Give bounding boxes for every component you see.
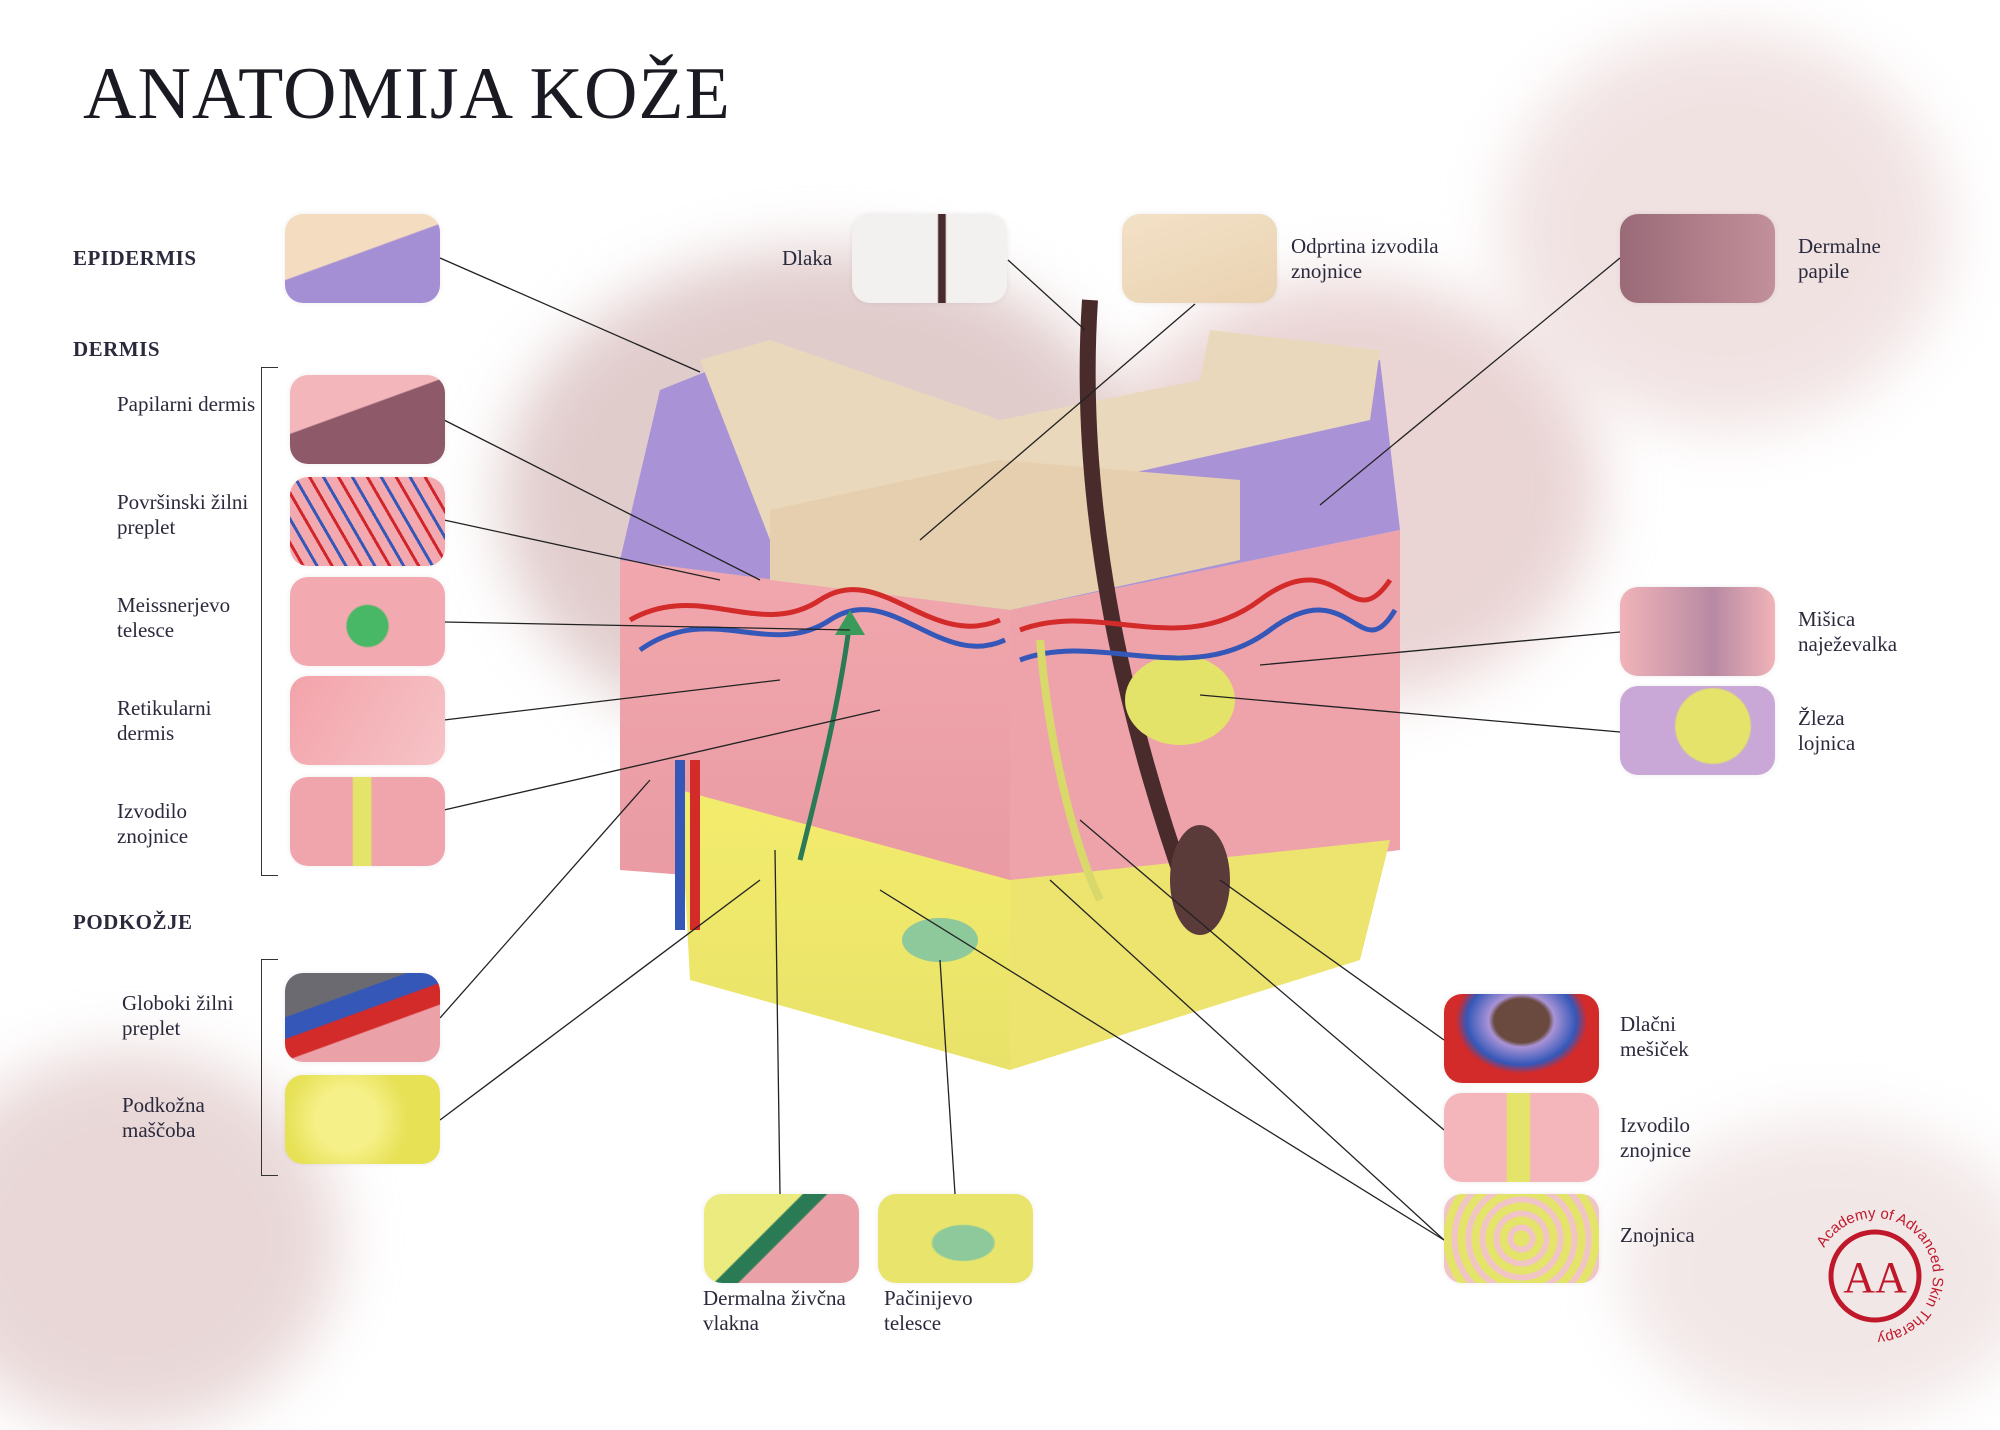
label-retikularni: Retikularni dermis: [117, 696, 212, 745]
academy-logo: AA Academy of Advanced Skin Therapy: [1805, 1205, 1946, 1347]
label-zleza: Žleza lojnica: [1798, 706, 1856, 755]
label-odprtina: Odprtina izvodila znojnice: [1291, 234, 1439, 283]
thumb-misica: [1620, 587, 1775, 676]
thumb-dlacni-mesicek: [1444, 994, 1599, 1083]
thumb-odprtina: [1122, 214, 1277, 303]
pacinian-corpuscle: [902, 918, 978, 962]
epidermis-front-block: [770, 460, 1240, 610]
thumb-povrsinski-preplet: [290, 477, 445, 566]
thumb-meissner: [290, 577, 445, 666]
thumb-znojnica: [1444, 1194, 1599, 1283]
skin-cross-section-illustration: [439, 257, 1621, 1241]
label-izvodilo-right: Izvodilo znojnice: [1620, 1113, 1692, 1162]
subcutaneous-fat-right: [1010, 840, 1390, 1070]
label-dlacni: Dlačni mešiček: [1620, 1012, 1689, 1061]
label-dlaka: Dlaka: [782, 246, 833, 270]
label-pacinijevo: Pačinijevo telesce: [884, 1286, 973, 1335]
thumb-izvodilo-znojnice: [290, 777, 445, 866]
label-dermalne-papile: Dermalne papile: [1798, 234, 1881, 283]
thumb-epidermis: [285, 214, 440, 303]
label-dermalna-vlakna: Dermalna živčna vlakna: [703, 1286, 846, 1335]
section-dermis: DERMIS: [73, 337, 161, 361]
thumb-globoki-preplet: [285, 973, 440, 1062]
thumb-zleza: [1620, 686, 1775, 775]
podkozje-bracket: [261, 959, 278, 1176]
background-wash: [1620, 1120, 2000, 1420]
background-wash: [0, 1050, 340, 1430]
thumb-dermalne-papile: [1620, 214, 1775, 303]
thumb-retikularni: [290, 676, 445, 765]
page-title: ANATOMIJA KOŽE: [83, 53, 731, 135]
logo-monogram: AA: [1843, 1253, 1907, 1302]
label-misica: Mišica naježevalka: [1798, 607, 1898, 656]
dermis-bracket: [261, 367, 278, 876]
label-papilarni-dermis: Papilarni dermis: [117, 392, 256, 416]
section-epidermis: EPIDERMIS: [73, 246, 197, 270]
thumb-dlaka: [852, 214, 1007, 303]
sebaceous-gland: [1125, 655, 1235, 745]
label-globoki: Globoki žilni preplet: [122, 991, 234, 1040]
hair-shaft: [1079, 299, 1198, 903]
label-podkozna: Podkožna maščoba: [122, 1093, 205, 1142]
label-meissner: Meissnerjevo telesce: [117, 593, 231, 642]
epidermis-surface: [700, 330, 1380, 540]
label-znojnica: Znojnica: [1620, 1223, 1695, 1247]
thumb-podkozna-mascoba: [285, 1075, 440, 1164]
label-izvodilo-left: Izvodilo znojnice: [117, 799, 189, 848]
thumb-izvodilo-right: [1444, 1093, 1599, 1182]
thumb-pacinijevo: [878, 1194, 1033, 1283]
label-povrsinski-preplet: Površinski žilni preplet: [117, 490, 249, 539]
thumb-papilarni-dermis: [290, 375, 445, 464]
leader-lines: [439, 257, 1621, 1241]
subcutaneous-fat-left: [680, 790, 1010, 1070]
section-podkozje: PODKOŽJE: [73, 910, 193, 934]
hair-follicle: [1170, 825, 1230, 935]
thumb-dermalna-vlakna: [704, 1194, 859, 1283]
meissner-corpuscle: [835, 610, 865, 635]
